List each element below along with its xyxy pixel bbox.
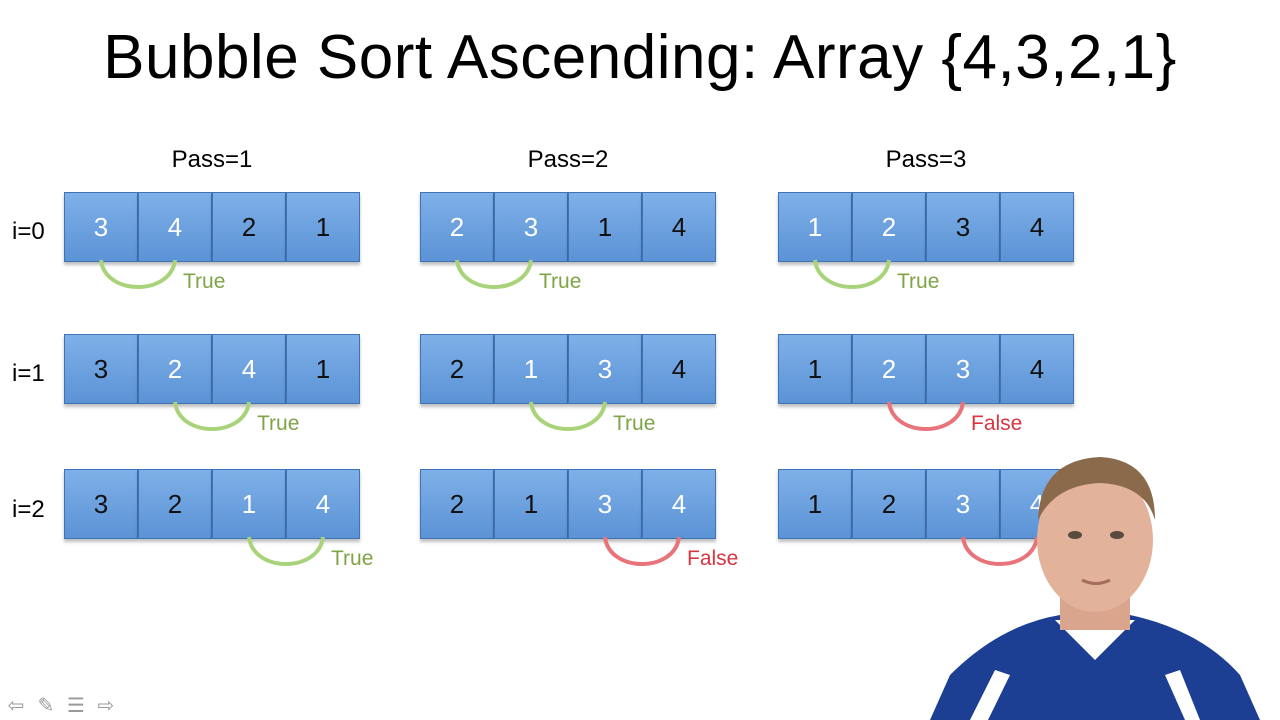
array-cell: 1 xyxy=(778,469,852,539)
array-cell: 2 xyxy=(420,192,494,262)
array-cell: 3 xyxy=(926,469,1000,539)
array-cell: 4 xyxy=(1000,192,1074,262)
array-cell: 2 xyxy=(212,192,286,262)
array-cell: 1 xyxy=(494,469,568,539)
comparison-result: True xyxy=(897,270,940,293)
array-cell: 1 xyxy=(778,192,852,262)
swap-arc-true xyxy=(247,536,325,566)
array-cell: 4 xyxy=(642,334,716,404)
row-label: i=0 xyxy=(12,218,45,245)
array-cell: 1 xyxy=(286,192,360,262)
menu-icon[interactable]: ☰ xyxy=(67,694,85,717)
array-cell: 3 xyxy=(494,192,568,262)
comparison-result: True xyxy=(539,270,582,293)
swap-arc-false xyxy=(603,536,681,566)
row-label: i=2 xyxy=(12,496,45,523)
arrow-left-icon[interactable]: ⇦ xyxy=(7,694,25,717)
array-cell: 2 xyxy=(852,192,926,262)
array-cell: 4 xyxy=(1000,334,1074,404)
array-cell: 2 xyxy=(138,469,212,539)
pass-label: Pass=2 xyxy=(527,146,609,173)
array-cell: 2 xyxy=(420,334,494,404)
array-cell: 3 xyxy=(926,334,1000,404)
swap-arc-true xyxy=(529,401,607,431)
comparison-result: True xyxy=(613,412,656,435)
swap-arc-true xyxy=(99,259,177,289)
array-cell: 4 xyxy=(286,469,360,539)
array-cell: 4 xyxy=(642,192,716,262)
array-cell: 2 xyxy=(852,334,926,404)
comparison-result: False xyxy=(971,412,1023,435)
array-cell: 2 xyxy=(138,334,212,404)
swap-arc-true xyxy=(455,259,533,289)
array-cell: 1 xyxy=(778,334,852,404)
presenter-video xyxy=(930,457,1260,720)
swap-arc-true xyxy=(173,401,251,431)
row-label: i=1 xyxy=(12,360,45,387)
comparison-result: False xyxy=(687,547,739,570)
array-cell: 3 xyxy=(926,192,1000,262)
array-cell: 4 xyxy=(642,469,716,539)
array-cell: 2 xyxy=(420,469,494,539)
swap-arc-true xyxy=(813,259,891,289)
array-cell: 4 xyxy=(138,192,212,262)
slide-nav: ⇦ ✎ ☰ ⇨ xyxy=(4,694,118,717)
array-cell: 3 xyxy=(64,469,138,539)
array-cell: 2 xyxy=(852,469,926,539)
array-cell: 1 xyxy=(494,334,568,404)
arrow-right-icon[interactable]: ⇨ xyxy=(97,694,115,717)
comparison-result: True xyxy=(331,547,374,570)
comparison-result: True xyxy=(183,270,226,293)
comparison-result: True xyxy=(257,412,300,435)
array-cell: 1 xyxy=(286,334,360,404)
swap-arc-false xyxy=(887,401,965,431)
array-cell: 1 xyxy=(568,192,642,262)
pass-label: Pass=1 xyxy=(171,146,253,173)
array-cell: 3 xyxy=(568,469,642,539)
array-cell: 3 xyxy=(64,334,138,404)
pass-label: Pass=3 xyxy=(885,146,967,173)
slide-title: Bubble Sort Ascending: Array {4,3,2,1} xyxy=(103,23,1177,92)
array-cell: 4 xyxy=(212,334,286,404)
pen-icon[interactable]: ✎ xyxy=(37,694,55,717)
array-cell: 1 xyxy=(212,469,286,539)
array-cell: 3 xyxy=(64,192,138,262)
array-cell: 3 xyxy=(568,334,642,404)
